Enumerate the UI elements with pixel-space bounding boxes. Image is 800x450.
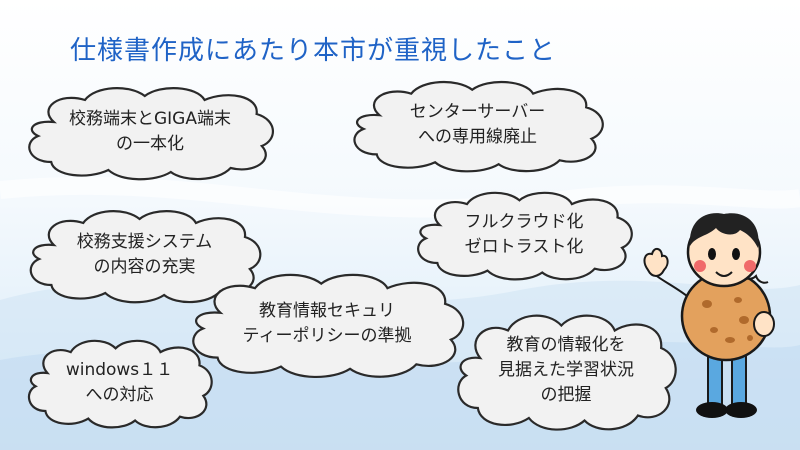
mascot-character-icon [643, 213, 775, 418]
cloud-text-line: の一本化 [116, 134, 184, 154]
cloud-text-line: フルクラウド化 [464, 211, 584, 232]
cloud-text-line: への対応 [85, 384, 154, 405]
cloud-text-line: ティーポリシーの準拠 [242, 326, 412, 346]
cloud-text-line: 校務支援システム [76, 232, 213, 252]
cloud-text-line: windows１１ [65, 359, 174, 380]
cloud-text-line: 校務端末とGIGA端末 [69, 109, 231, 129]
cloud-text-line: への専用線廃止 [418, 127, 537, 147]
cloud-text-line: 教育情報セキュリ [259, 301, 395, 321]
cloud-item: 教育情報セキュリティーポリシーの準拠 [183, 268, 471, 380]
cloud-text-line: の把握 [540, 385, 592, 405]
cloud-text-line: の内容の充実 [93, 257, 196, 277]
cloud-item: 教育の情報化を見据えた学習状況の把握 [450, 308, 682, 433]
cloud-text-line: ゼロトラスト化 [464, 236, 584, 257]
cloud-text-line: 見据えた学習状況 [498, 360, 634, 380]
cloud-item: windows１１ への対応 [22, 335, 217, 430]
cloud-item: センターサーバーへの専用線廃止 [345, 76, 610, 174]
cloud-item: 校務支援システムの内容の充実 [22, 205, 267, 305]
cloud-text-line: センターサーバー [409, 102, 546, 122]
page-title: 仕様書作成にあたり本市が重視したこと [70, 36, 557, 66]
cloud-item: フルクラウド化ゼロトラスト化 [410, 187, 638, 282]
cloud-item: 校務端末とGIGA端末の一本化 [20, 82, 280, 182]
cloud-text-line: 教育の情報化を [506, 335, 626, 355]
